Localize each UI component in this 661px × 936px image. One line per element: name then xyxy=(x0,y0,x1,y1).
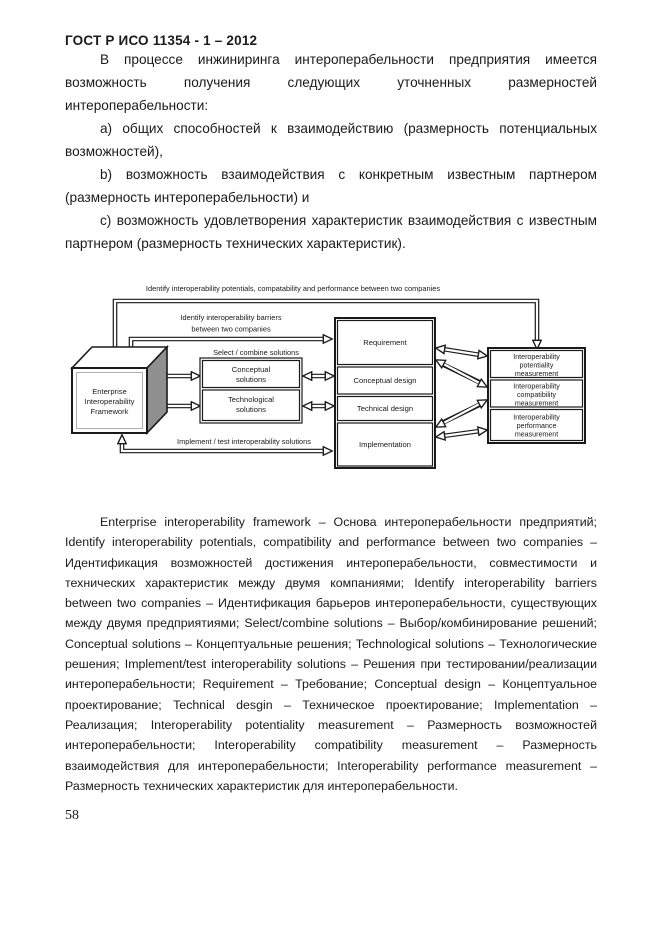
technological-solutions-line2: solutions xyxy=(236,405,266,414)
potentiality-line2: potentiality xyxy=(520,362,554,370)
implementation-box xyxy=(336,422,434,467)
cube-front-face xyxy=(71,367,148,434)
cube-enterprise-framework: Enterprise Interoperability Framework xyxy=(70,345,169,435)
performance-line3: measurement xyxy=(515,431,558,439)
potentiality-line1: Interoperability xyxy=(513,353,560,361)
solutions-group: Conceptual solutions Technological solut… xyxy=(199,357,303,424)
arrow-implementation-performance xyxy=(436,430,487,437)
technical-design-box xyxy=(336,395,434,422)
barriers-label-line1: Identify interoperability barriers xyxy=(180,313,281,322)
requirement-box xyxy=(336,319,434,366)
compatibility-line1: Interoperability xyxy=(513,383,560,391)
technological-solutions-line1: Technological xyxy=(228,395,274,404)
phases-column: Requirement Conceptual design Technical … xyxy=(334,317,436,469)
arrow-implementation-compatibility xyxy=(436,399,487,428)
conceptual-solutions-line1: Conceptual xyxy=(232,365,271,374)
conceptual-solutions-line2: solutions xyxy=(236,375,266,384)
performance-line2: performance xyxy=(517,422,557,430)
arrow-requirement-compatibility xyxy=(436,359,487,388)
potentiality-measurement-box xyxy=(489,349,584,379)
compatibility-line3: measurement xyxy=(515,400,558,408)
document-page: ГОСТ Р ИСО 11354 - 1 – 2012 В процессе и… xyxy=(60,33,605,824)
cube-label-line2: Interoperability xyxy=(85,397,135,406)
conceptual-solutions-box xyxy=(201,359,301,389)
diagram-svg: Enterprise Interoperability Framework Co… xyxy=(70,284,586,469)
implement-test-label: Implement / test interoperability soluti… xyxy=(177,437,311,446)
conceptual-design-label: Conceptual design xyxy=(354,376,417,385)
connector-implement-test xyxy=(122,435,332,451)
page-number: 58 xyxy=(65,808,79,824)
compatibility-measurement-box xyxy=(489,379,584,408)
list-item-c: c) возможность удовлетворения характерис… xyxy=(65,213,597,251)
performance-measurement-box xyxy=(489,408,584,442)
list-item-b: b) возможность взаимодействия с конкретн… xyxy=(65,167,597,205)
connector-identify-potentials xyxy=(115,298,537,364)
performance-line1: Interoperability xyxy=(513,414,560,422)
list-item-a: a) общих способностей к взаимодействию (… xyxy=(65,121,597,159)
compatibility-line2: compatibility xyxy=(517,391,556,399)
cube-label-line1: Enterprise xyxy=(92,387,127,396)
arrow-requirement-potentiality xyxy=(436,348,487,356)
cube-label-line3: Framework xyxy=(91,407,129,416)
doc-header: ГОСТ Р ИСО 11354 - 1 – 2012 xyxy=(65,33,258,48)
figure-caption: Enterprise interoperability framework – … xyxy=(65,515,597,793)
barriers-label-line2: between two companies xyxy=(191,325,271,334)
top-connector-label: Identify interoperability potentials, co… xyxy=(146,284,440,293)
select-combine-label: Select / combine solutions xyxy=(213,348,299,357)
intro-paragraph: В процессе инжиниринга интероперабельнос… xyxy=(65,52,597,113)
requirement-label: Requirement xyxy=(363,338,407,347)
technological-solutions-box xyxy=(201,389,301,422)
interoperability-diagram: Enterprise Interoperability Framework Co… xyxy=(60,275,605,505)
cube-front-inner-frame xyxy=(76,372,143,429)
technical-design-label: Technical design xyxy=(357,404,413,413)
measurement-column: Interoperability potentiality measuremen… xyxy=(487,347,586,444)
potentiality-line3: measurement xyxy=(515,370,558,378)
implementation-label: Implementation xyxy=(359,440,411,449)
conceptual-design-box xyxy=(336,366,434,395)
